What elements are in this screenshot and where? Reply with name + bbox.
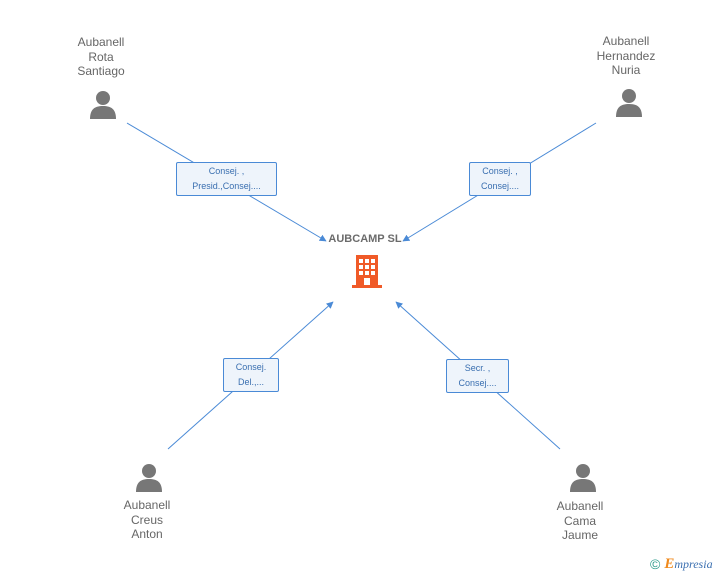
person-icon[interactable]: [89, 90, 117, 120]
name-line: Anton: [131, 527, 163, 541]
name-line: Aubanell: [602, 34, 650, 48]
role-line: Consej....: [480, 181, 520, 191]
name-line: Aubanell: [556, 499, 604, 513]
name-line: Nuria: [611, 63, 641, 77]
role-box-hernandez[interactable]: Consej. , Consej....: [469, 162, 531, 196]
person-icon[interactable]: [135, 463, 163, 493]
role-box-rota[interactable]: Consej. , Presid.,Consej....: [176, 162, 277, 196]
role-line: Consej.: [235, 362, 267, 372]
person-icon[interactable]: [615, 88, 643, 118]
person-name-rota[interactable]: Aubanell Rota Santiago: [36, 35, 166, 79]
brand-rest: mpresia: [674, 556, 713, 571]
role-line: Consej. ,: [482, 166, 518, 176]
name-line: Rota: [88, 49, 114, 64]
company-name[interactable]: AUBCAMP SL: [328, 233, 402, 245]
role-line: Consej. ,: [208, 166, 245, 176]
building-icon[interactable]: [350, 253, 384, 289]
person-icon[interactable]: [569, 463, 597, 493]
brand-initial: E: [664, 555, 675, 572]
role-line: Presid.,Consej....: [192, 181, 261, 191]
copyright-icon: ©: [650, 556, 661, 572]
name-line: Cama: [563, 513, 596, 528]
role-line: Del.,...: [237, 377, 264, 387]
name-line: Hernandez: [596, 48, 656, 63]
person-name-hernandez[interactable]: Aubanell Hernandez Nuria: [561, 34, 691, 78]
name-line: Aubanell: [123, 498, 171, 512]
person-name-creus[interactable]: Aubanell Creus Anton: [82, 498, 212, 542]
name-line: Aubanell: [77, 35, 125, 49]
role-box-creus[interactable]: Consej. Del.,...: [223, 358, 279, 392]
role-line: Consej....: [458, 378, 497, 388]
name-line: Creus: [130, 512, 163, 527]
empresia-logo: Empresia: [664, 556, 712, 573]
role-line: Secr. ,: [464, 363, 491, 373]
name-line: Santiago: [77, 64, 125, 78]
empresia-footer[interactable]: © Empresia: [650, 555, 713, 573]
role-box-cama[interactable]: Secr. , Consej....: [446, 359, 509, 393]
person-name-cama[interactable]: Aubanell Cama Jaume: [515, 499, 645, 543]
name-line: Jaume: [561, 528, 599, 542]
